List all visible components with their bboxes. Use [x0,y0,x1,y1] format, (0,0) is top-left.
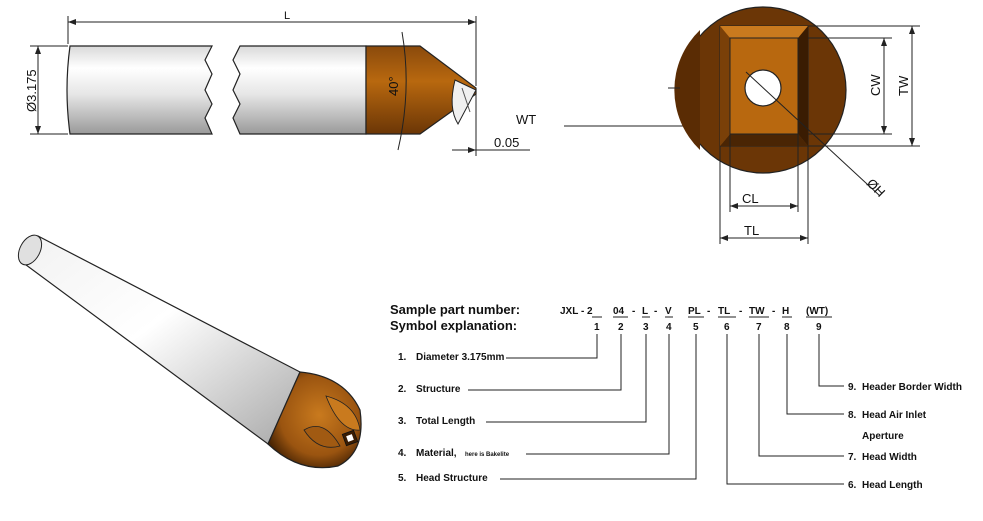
cl-label: CL [742,191,759,206]
svg-text:-: - [632,306,635,317]
exp-3-num: 3. [398,416,407,427]
num-5: 5 [693,322,699,333]
code-5: PL [688,306,701,317]
rod-body-right [232,45,367,135]
code-9: (WT) [806,306,828,317]
h-label: ØH [864,176,888,200]
exp-1-text: Diameter 3.175mm [416,352,504,363]
num-6: 6 [724,322,730,333]
svg-text:-: - [772,306,775,317]
exp-8-num: 8. [848,410,857,421]
side-view: 40° L Ø3.175 0.05 [24,10,530,156]
exp-4-num: 4. [398,448,407,459]
num-8: 8 [784,322,790,333]
exp-3-text: Total Length [416,416,475,427]
tw-label: TW [896,75,911,96]
exp-9-text: Header Border Width [862,382,962,393]
symbol-label: Symbol explanation: [390,318,517,333]
exp-4-text: Material, [416,448,457,459]
diameter-label: Ø3.175 [24,69,39,112]
num-4: 4 [666,322,672,333]
num-7: 7 [756,322,762,333]
offset-label: 0.05 [494,135,519,150]
iso-rod [21,235,301,445]
exp-8-text2: Aperture [862,431,904,442]
exp-8-text: Head Air Inlet [862,410,927,421]
svg-text:-: - [739,306,742,317]
svg-text:-: - [707,306,710,317]
code-7: TW [749,306,765,317]
exp-7-num: 7. [848,452,857,463]
num-9: 9 [816,322,822,333]
exp-2-text: Structure [416,384,461,395]
exp-6-num: 6. [848,480,857,491]
num-2: 2 [618,322,624,333]
code-4: V [665,306,672,317]
code-3: L [642,306,648,317]
code-6: TL [718,306,730,317]
end-view: CW TW CL TL ØH [668,6,920,244]
isometric-view [17,234,362,469]
angle-arc [397,31,407,151]
num-1: 1 [594,322,600,333]
exp-4-note: here is Bakelite [465,452,510,458]
leader-lines [468,334,844,485]
length-label: L [284,10,290,22]
code-8: H [782,306,789,317]
cw-label: CW [868,74,883,96]
exp-7-text: Head Width [862,452,917,463]
exp-1-num: 1. [398,352,407,363]
svg-text:-: - [654,306,657,317]
num-3: 3 [643,322,649,333]
tip-facet [451,79,477,126]
exp-6-text: Head Length [862,480,923,491]
code-1: JXL - 2 [560,306,593,317]
angle-label: 40° [386,76,401,96]
code-2: 04 [613,306,625,317]
rod-body-left [66,45,213,135]
sample-label: Sample part number: [390,302,520,317]
exp-5-text: Head Structure [416,473,488,484]
part-number-block: Sample part number: Symbol explanation: … [390,302,962,491]
tl-label: TL [744,223,759,238]
exp-5-num: 5. [398,473,407,484]
exp-2-num: 2. [398,384,407,395]
wt-label: WT [516,112,536,127]
exp-9-num: 9. [848,382,857,393]
